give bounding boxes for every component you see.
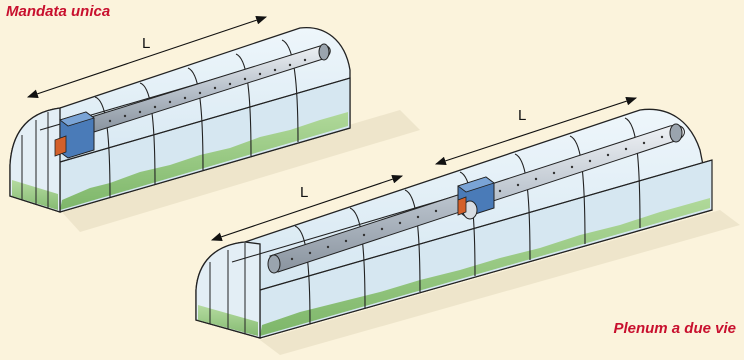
dimension-label-bottom-right: L [518,107,526,124]
dimension-label-bottom-left: L [300,184,308,201]
dimension-label-top: L [142,35,150,52]
greenhouse-top: L [10,17,420,232]
